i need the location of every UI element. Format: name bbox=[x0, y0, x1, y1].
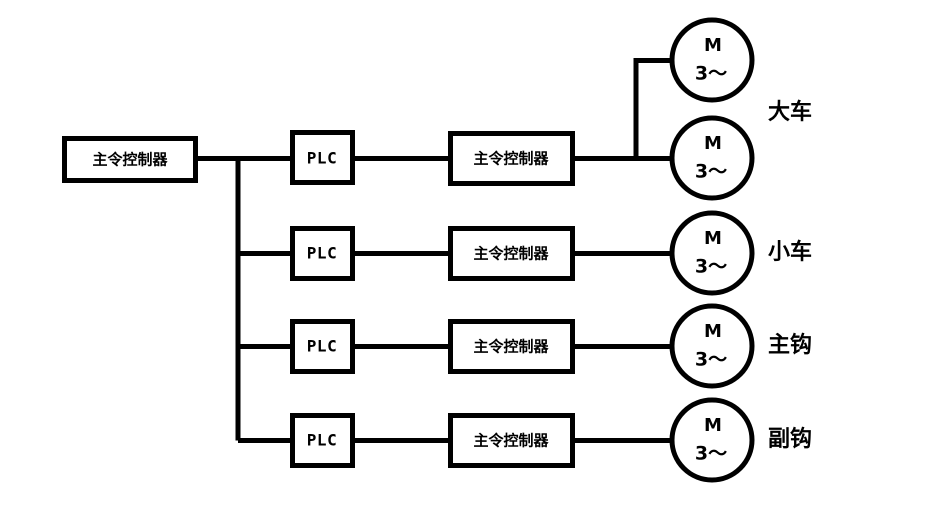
wire-riser-row1 bbox=[633, 58, 670, 159]
main-bus-wiring bbox=[198, 156, 290, 443]
plc-label-row3: PLC bbox=[307, 337, 337, 356]
motor-phase-row1-lower: 3～ bbox=[695, 161, 727, 183]
plc-box-row2[interactable] bbox=[290, 226, 355, 281]
motor-circle-row3[interactable] bbox=[669, 303, 755, 389]
motor-phase-row4: 3～ bbox=[695, 443, 727, 465]
controller-label-row2: 主令控制器 bbox=[473, 245, 549, 263]
plc-label-row1: PLC bbox=[307, 149, 337, 168]
motor-circle-row1-lower[interactable] bbox=[669, 115, 755, 201]
controller-label-row3: 主令控制器 bbox=[473, 338, 549, 356]
controller-box-row3[interactable] bbox=[448, 319, 575, 374]
motor-phase-row3: 3～ bbox=[695, 349, 727, 371]
motor-phase-row2: 3～ bbox=[695, 256, 727, 278]
motor-letter-row2: M bbox=[704, 228, 722, 249]
motor-phase-row1-upper: 3～ bbox=[695, 63, 727, 85]
controller-label-row4: 主令控制器 bbox=[473, 432, 549, 450]
plc-box-row4[interactable] bbox=[290, 413, 355, 468]
plc-label-row4: PLC bbox=[307, 431, 337, 450]
motor-letter-row1-upper: M bbox=[704, 35, 722, 56]
side-label-fu-gou: 副钩 bbox=[768, 426, 812, 452]
controller-box-row1[interactable] bbox=[448, 131, 575, 186]
row-da-che: PLC 主令控制器 M 3～ M 3～ 大车 bbox=[290, 17, 812, 201]
controller-box-row2[interactable] bbox=[448, 226, 575, 281]
row-fu-gou: PLC 主令控制器 M 3～ 副钩 bbox=[290, 397, 812, 483]
controller-box-row4[interactable] bbox=[448, 413, 575, 468]
controller-label-row1: 主令控制器 bbox=[473, 150, 549, 168]
row-zhu-gou: PLC 主令控制器 M 3～ 主钩 bbox=[290, 303, 812, 389]
plc-label-row2: PLC bbox=[307, 244, 337, 263]
motor-circle-row2[interactable] bbox=[669, 210, 755, 296]
side-label-da-che: 大车 bbox=[768, 99, 812, 125]
motor-circle-row1-upper[interactable] bbox=[669, 17, 755, 103]
motor-letter-row1-lower: M bbox=[704, 133, 722, 154]
side-label-zhu-gou: 主钩 bbox=[768, 332, 812, 358]
plc-box-row1[interactable] bbox=[290, 130, 355, 185]
motor-letter-row4: M bbox=[704, 415, 722, 436]
row-xiao-che: PLC 主令控制器 M 3～ 小车 bbox=[290, 210, 812, 296]
side-label-xiao-che: 小车 bbox=[768, 239, 812, 265]
motor-letter-row3: M bbox=[704, 321, 722, 342]
master-controller-block[interactable]: 主令控制器 bbox=[62, 136, 198, 183]
master-controller-label: 主令控制器 bbox=[92, 151, 168, 169]
motor-circle-row4[interactable] bbox=[669, 397, 755, 483]
master-controller-box[interactable] bbox=[62, 136, 198, 183]
plc-box-row3[interactable] bbox=[290, 319, 355, 374]
